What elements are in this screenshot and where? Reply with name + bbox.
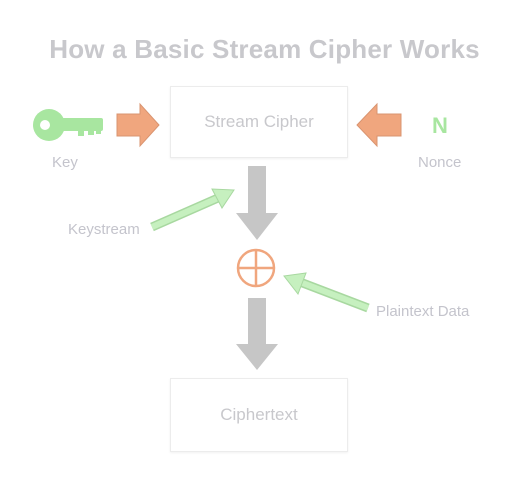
- stream-cipher-box: Stream Cipher: [170, 86, 348, 158]
- plaintext-label: Plaintext Data: [376, 303, 470, 320]
- cipher-to-xor-arrow: [236, 166, 278, 240]
- key-label: Key: [52, 154, 78, 171]
- xor-to-ciphertext-arrow: [236, 298, 278, 370]
- nonce-label: Nonce: [418, 154, 462, 171]
- ciphertext-box: Ciphertext: [170, 378, 348, 452]
- keystream-arrow: [150, 188, 235, 232]
- plaintext-arrow: [283, 272, 370, 313]
- xor-circle-plus-icon: [236, 248, 276, 288]
- diagram-title: How a Basic Stream Cipher Works: [49, 34, 480, 64]
- keystream-label: Keystream: [68, 221, 140, 238]
- ciphertext-label: Ciphertext: [220, 405, 298, 424]
- nonce-letter-glyph: N: [432, 113, 448, 138]
- stream-cipher-label: Stream Cipher: [204, 112, 314, 131]
- nonce-to-cipher-arrow: [356, 102, 402, 148]
- key-to-cipher-arrow: [116, 102, 160, 148]
- key-icon: [33, 109, 103, 141]
